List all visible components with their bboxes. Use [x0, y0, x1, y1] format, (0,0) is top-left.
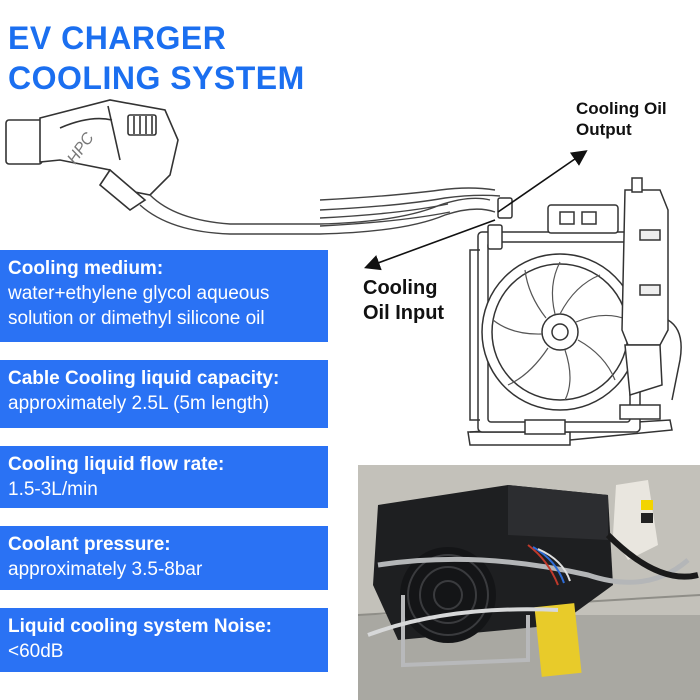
fan-blades: [492, 261, 629, 401]
charging-connector: [5, 99, 179, 211]
spec-label: Cooling liquid flow rate:: [8, 454, 225, 475]
callout-cooling-oil-input: Cooling Oil Input: [363, 276, 444, 326]
title-line-1: EV CHARGER: [8, 20, 227, 56]
photo-illustration: [358, 465, 700, 700]
connector-buttons: [127, 114, 157, 136]
spec-box-flow-rate: Cooling liquid flow rate: 1.5-3L/min: [0, 446, 328, 508]
spec-value: approximately 2.5L (5m length): [8, 393, 270, 414]
callout-input-line-1: Cooling: [363, 277, 438, 299]
coolant-reservoir: [621, 189, 669, 346]
cooling-unit: [467, 177, 682, 446]
cooling-system-drawing: HPC: [5, 99, 682, 446]
mount-foot: [524, 419, 566, 435]
connector-plug-tip: [5, 119, 43, 165]
spec-value: water+ethylene glycol aqueous solution o…: [8, 283, 270, 329]
spec-box-noise: Liquid cooling system Noise: <60dB: [0, 608, 328, 672]
mount-foot: [619, 404, 661, 420]
input-arrow: [363, 219, 496, 271]
spec-label: Liquid cooling system Noise:: [8, 616, 272, 637]
spec-box-cooling-medium: Cooling medium: water+ethylene glycol aq…: [0, 250, 328, 342]
inlet-fitting: [487, 224, 503, 250]
spec-value: approximately 3.5-8bar: [8, 559, 203, 580]
callout-input-line-2: Oil Input: [363, 302, 445, 324]
spec-label: Cooling medium:: [8, 258, 164, 279]
spec-value: 1.5-3L/min: [8, 479, 98, 500]
spec-box-coolant-pressure: Coolant pressure: approximately 3.5-8bar: [0, 526, 328, 590]
coolant-pump: [624, 344, 663, 396]
page-title: EV CHARGER COOLING SYSTEM: [8, 18, 305, 98]
charging-cable: [139, 187, 501, 235]
spec-value: <60dB: [8, 641, 64, 662]
callout-output-line-1: Cooling Oil: [576, 99, 667, 118]
title-line-2: COOLING SYSTEM: [8, 60, 305, 96]
spec-label: Coolant pressure:: [8, 534, 171, 555]
cooling-unit-photo: [358, 465, 700, 700]
spec-box-cable-capacity: Cable Cooling liquid capacity: approxima…: [0, 360, 328, 428]
output-arrow: [497, 150, 588, 213]
callout-cooling-oil-output: Cooling Oil Output: [576, 98, 667, 140]
spec-label: Cable Cooling liquid capacity:: [8, 368, 280, 389]
connector-handle-guard: [98, 168, 147, 211]
callout-output-line-2: Output: [576, 120, 632, 139]
